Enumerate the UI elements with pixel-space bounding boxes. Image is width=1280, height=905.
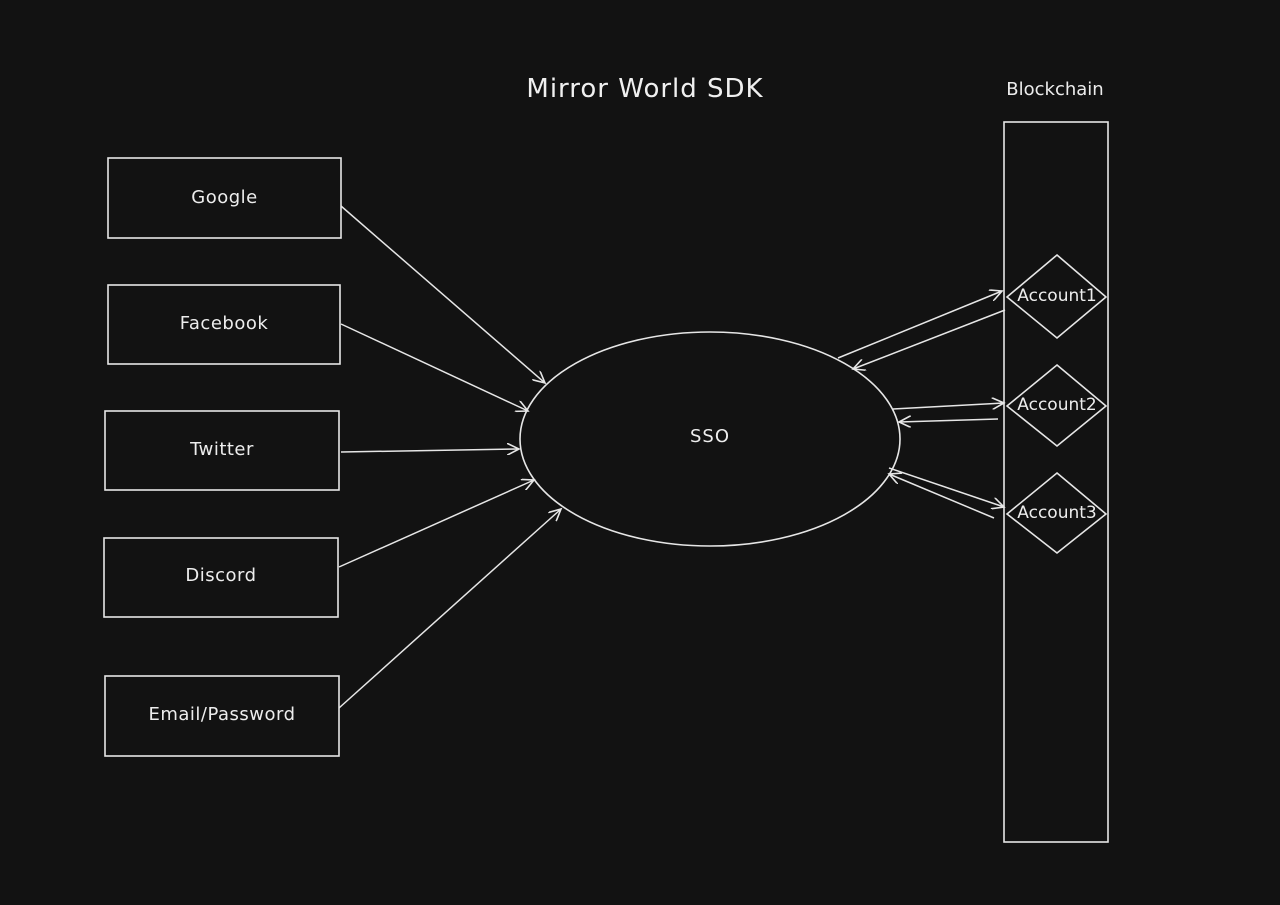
arrow-account2-to-sso	[899, 419, 999, 422]
arrow-account1-to-sso	[853, 309, 1006, 369]
diagram-title: Mirror World SDK	[526, 74, 764, 104]
account-label-2: Account2	[1017, 395, 1097, 415]
provider-label-discord: Discord	[185, 565, 257, 586]
arrow-sso-to-account3	[888, 467, 1004, 507]
arrow-twitter-to-sso	[340, 449, 519, 452]
account-diamond-1	[1005, 253, 1108, 340]
provider-label-google: Google	[191, 187, 258, 208]
account-label-1: Account1	[1017, 286, 1097, 306]
arrow-email-to-sso	[338, 509, 561, 709]
account-label-3: Account3	[1017, 503, 1097, 523]
arrow-google-to-sso	[340, 205, 545, 383]
account-diamond-2	[1005, 363, 1108, 448]
provider-label-twitter: Twitter	[190, 439, 254, 460]
arrow-facebook-to-sso	[340, 323, 528, 411]
provider-label-facebook: Facebook	[179, 313, 269, 334]
arrow-discord-to-sso	[338, 480, 534, 568]
provider-box-email-password	[104, 675, 340, 757]
provider-box-discord	[103, 537, 339, 618]
sso-label: SSO	[689, 426, 731, 447]
blockchain-label: Blockchain	[1006, 79, 1104, 100]
arrow-sso-to-account2	[892, 403, 1004, 410]
provider-box-google	[107, 157, 342, 239]
blockchain-column	[1003, 121, 1109, 843]
provider-box-twitter	[104, 410, 340, 491]
arrow-account3-to-sso	[889, 474, 995, 519]
provider-label-email-password: Email/Password	[148, 704, 296, 725]
provider-box-facebook	[107, 284, 341, 365]
account-diamond-3	[1005, 471, 1108, 555]
sso-ellipse	[519, 331, 901, 547]
arrow-sso-to-account1	[837, 291, 1002, 359]
